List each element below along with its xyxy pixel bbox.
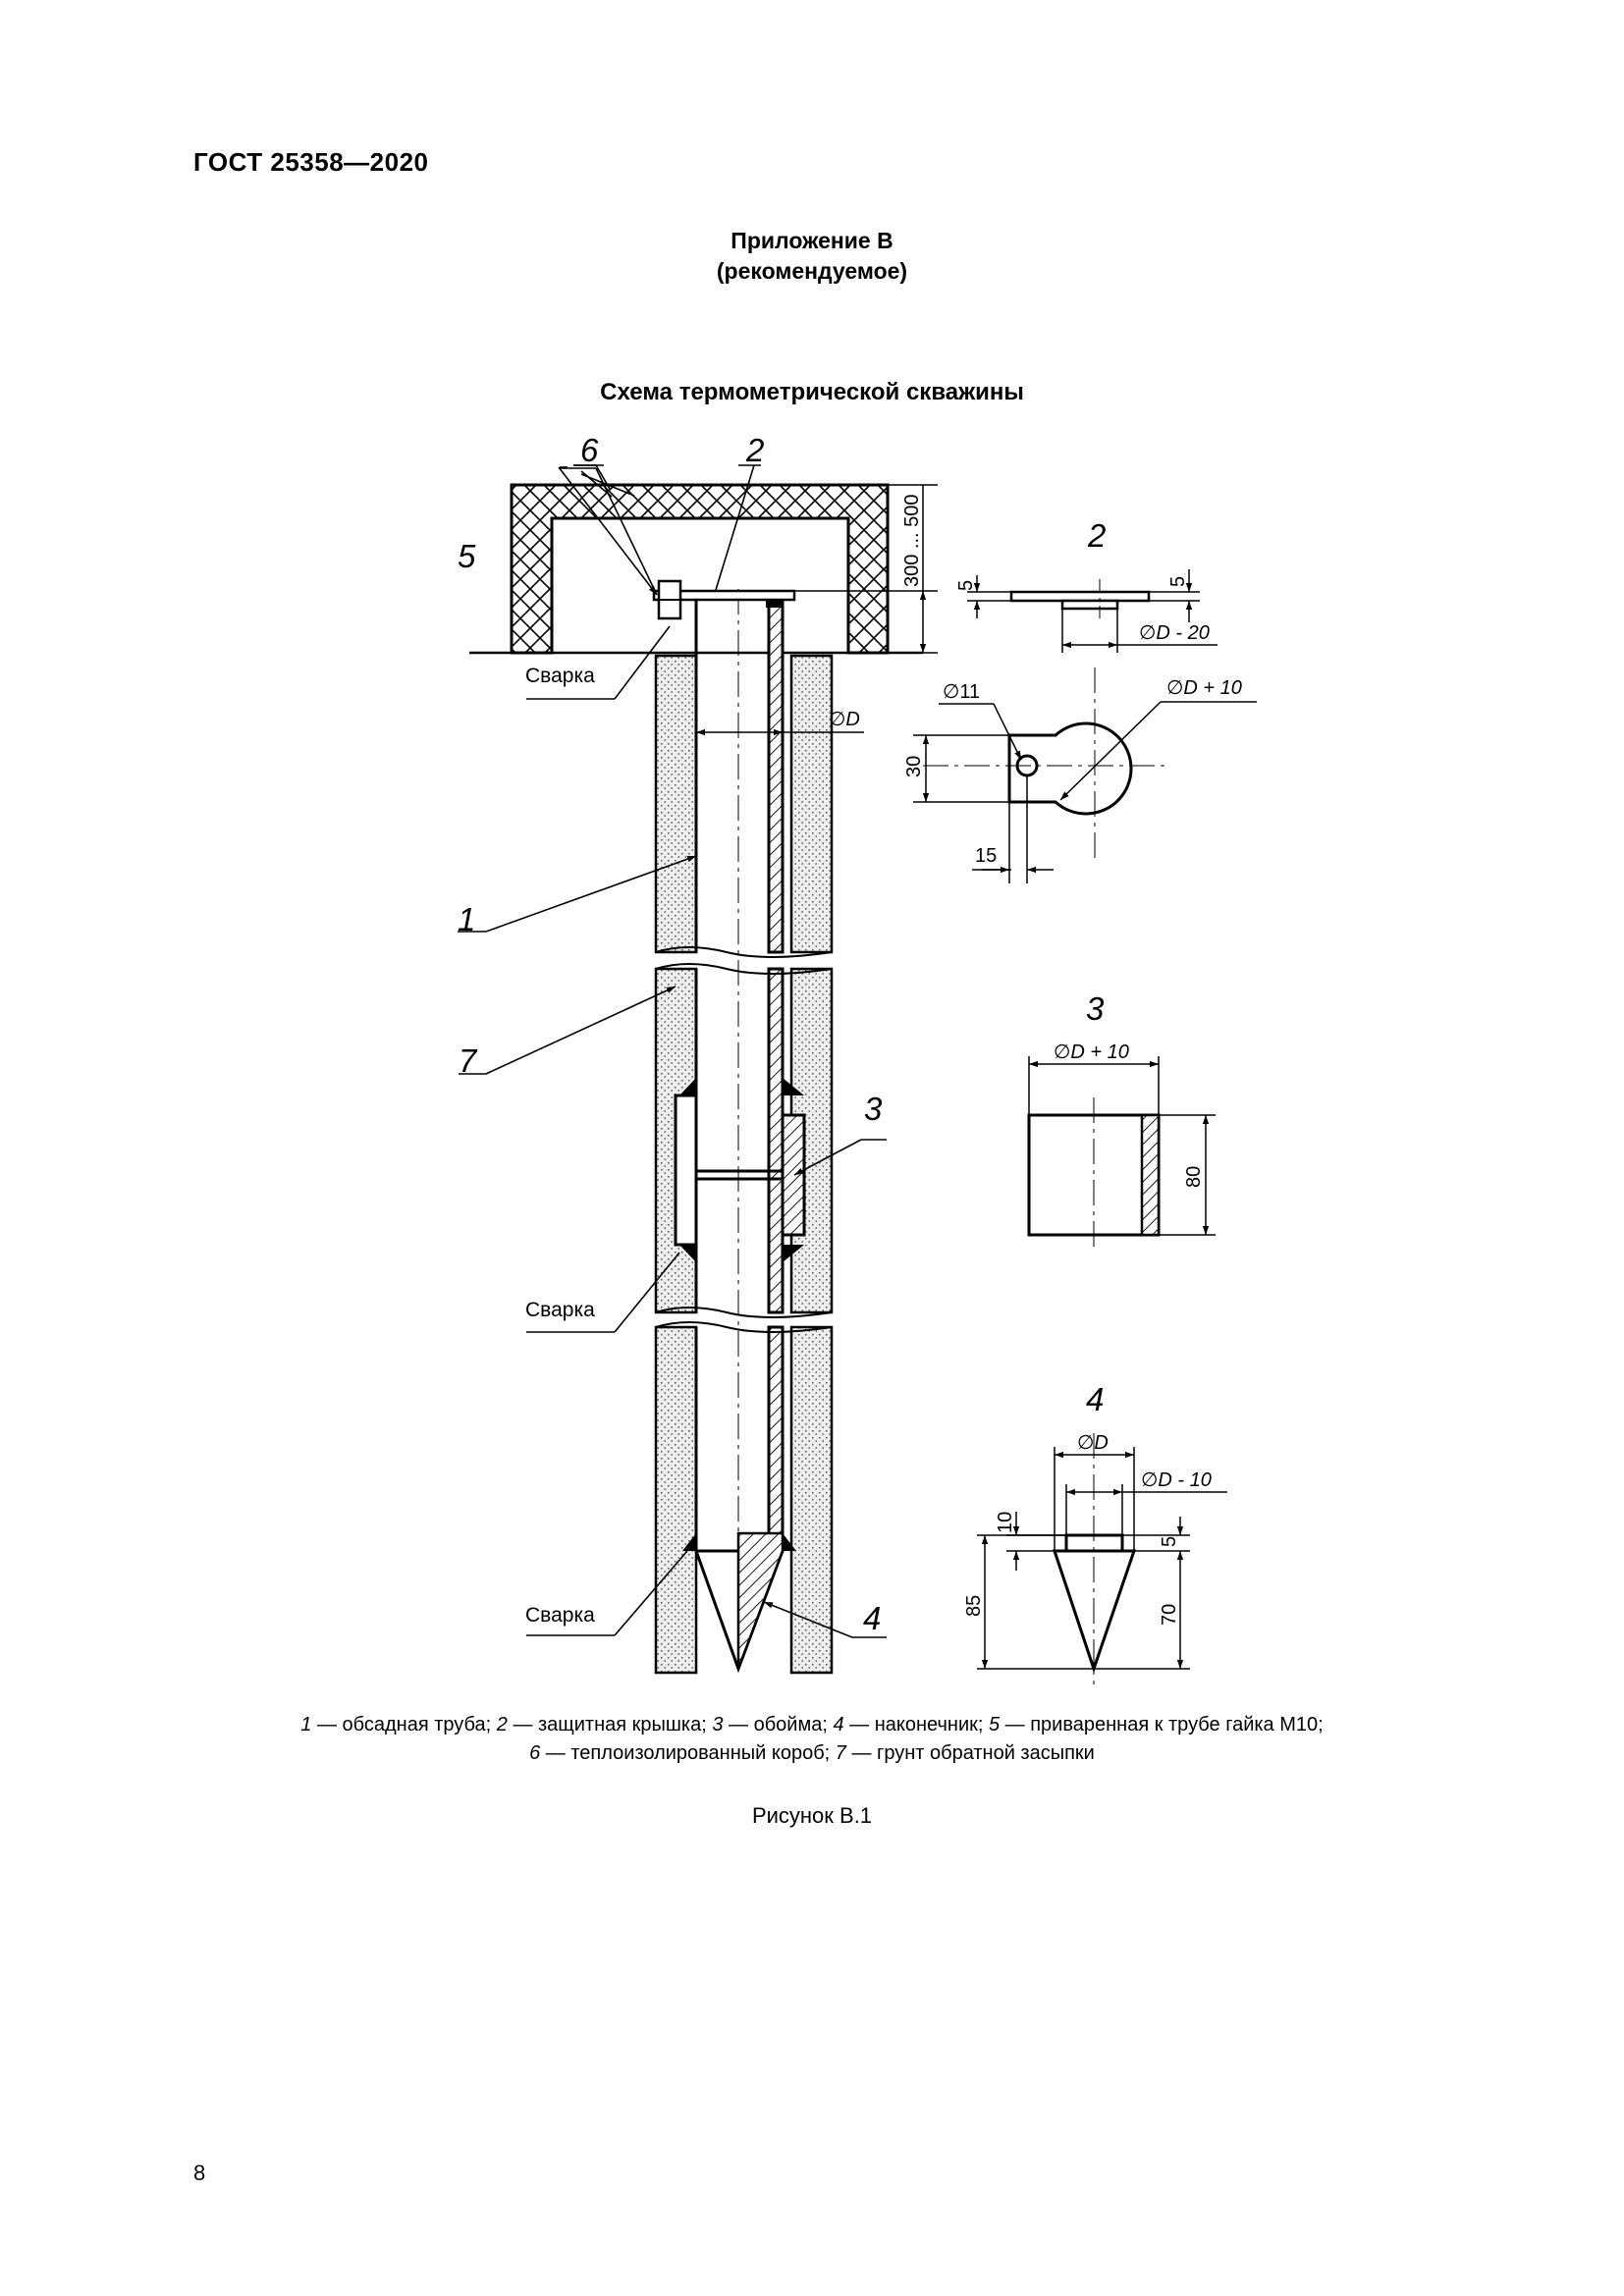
detail-4-title: 4: [1086, 1381, 1104, 1417]
annex-heading: Приложение В (рекомендуемое): [0, 226, 1624, 287]
legend-num-4: 4: [833, 1714, 844, 1735]
callout-6: 6: [580, 432, 599, 468]
legend-line-1: 1 — обсадная труба; 2 — защитная крышка;…: [0, 1711, 1624, 1739]
dim-box-height-label: 300 ... 500: [901, 494, 923, 587]
detail-2-hole: ∅11: [943, 681, 980, 703]
protective-cap: [652, 579, 796, 620]
callout-1: 1: [458, 901, 475, 937]
detail-4-collar: 10: [995, 1512, 1016, 1533]
detail-2-cap-plan: [913, 667, 1257, 883]
tip: [682, 1531, 796, 1674]
legend-text-2: — защитная крышка;: [507, 1714, 713, 1735]
detail-2-tab-h: 30: [903, 756, 925, 777]
legend-num-2: 2: [496, 1714, 508, 1735]
detail-3-title: 3: [1086, 990, 1105, 1027]
thermal-box: [510, 483, 890, 655]
dim-pipe-diameter-label: ∅D: [829, 709, 860, 730]
legend-num-7: 7: [835, 1742, 846, 1764]
callout-4: 4: [863, 1600, 881, 1636]
weld-label-top: Сварка: [525, 665, 595, 687]
detail-2-outer: ∅D + 10: [1166, 677, 1242, 699]
detail-4-inner: ∅D - 10: [1141, 1469, 1212, 1491]
legend-text-4: — наконечник;: [843, 1714, 989, 1735]
figure-legend: 1 — обсадная труба; 2 — защитная крышка;…: [0, 1711, 1624, 1768]
detail-3-sleeve: [1027, 1056, 1216, 1253]
figure-title: Схема термометрической скважины: [600, 379, 1024, 405]
callout-5: 5: [458, 538, 476, 574]
standard-number: ГОСТ 25358—2020: [193, 147, 429, 177]
leader-5: [595, 467, 658, 596]
sleeve: [674, 1078, 806, 1262]
annex-title: Приложение В: [731, 228, 893, 253]
detail-4-tip: [977, 1433, 1227, 1684]
detail-4-diameter: ∅D: [1077, 1432, 1109, 1454]
legend-num-3: 3: [712, 1714, 724, 1735]
detail-3-height: 80: [1183, 1166, 1205, 1188]
page-number: 8: [193, 2161, 206, 2185]
legend-num-5: 5: [988, 1714, 1001, 1735]
detail-4-step: 5: [1159, 1536, 1180, 1547]
callout-3: 3: [864, 1091, 883, 1127]
legend-num-6: 6: [529, 1742, 541, 1764]
legend-text-1: — обсадная труба;: [311, 1714, 497, 1735]
callout-7: 7: [459, 1042, 478, 1079]
weld-label-mid: Сварка: [525, 1299, 595, 1321]
dim-box-height: [795, 484, 938, 654]
callout-2: 2: [745, 432, 764, 468]
annex-status: (рекомендуемое): [716, 258, 908, 284]
legend-text-6: — теплоизолированный короб;: [540, 1742, 836, 1764]
detail-2-thick-left: 5: [955, 580, 977, 591]
figure-caption: Рисунок В.1: [751, 1803, 873, 1828]
detail-2-title: 2: [1087, 517, 1106, 554]
detail-2-cap-side: [967, 569, 1218, 653]
detail-2-inner: ∅D - 20: [1139, 622, 1210, 644]
detail-3-diameter: ∅D + 10: [1054, 1041, 1129, 1063]
legend-text-3: — обойма;: [723, 1714, 834, 1735]
legend-text-7: — грунт обратной засыпки: [845, 1742, 1095, 1764]
detail-4-total: 85: [963, 1595, 985, 1617]
legend-text-5: — приваренная к трубе гайка М10;: [1000, 1714, 1324, 1735]
detail-2-thick-right: 5: [1167, 576, 1189, 587]
detail-4-cone: 70: [1159, 1604, 1180, 1626]
legend-num-1: 1: [300, 1714, 312, 1735]
legend-line-2: 6 — теплоизолированный короб; 7 — грунт …: [0, 1739, 1624, 1768]
detail-2-tab-w: 15: [975, 845, 997, 867]
weld-label-bottom: Сварка: [525, 1604, 595, 1627]
